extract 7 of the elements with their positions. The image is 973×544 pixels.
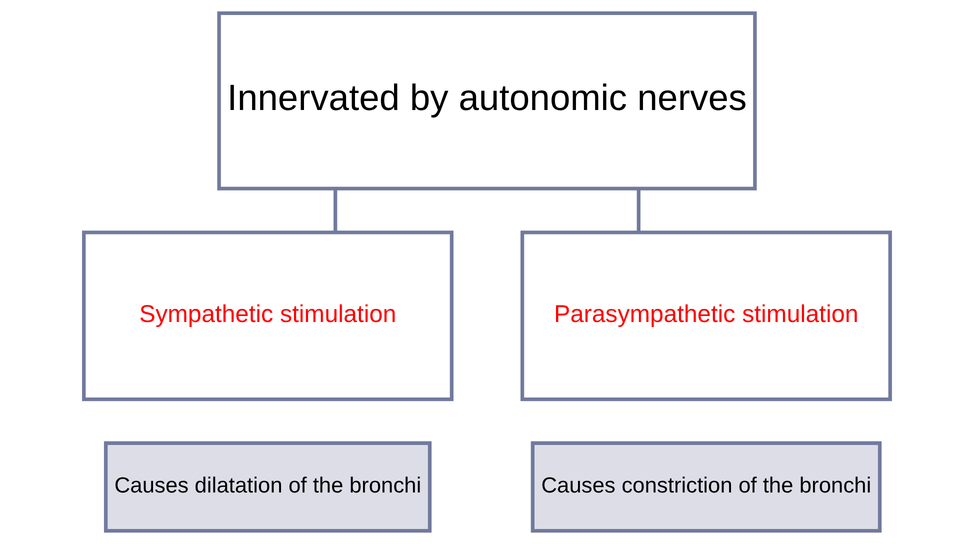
node-box: Sympathetic stimulation (82, 230, 453, 402)
node-box: Parasympathetic stimulation (520, 230, 892, 402)
node-box: Causes constriction of the bronchi (530, 441, 882, 533)
node-box: Causes dilatation of the bronchi (103, 441, 432, 533)
node-box: Innervated by autonomic nerves (216, 11, 756, 190)
connector (636, 188, 640, 232)
connector (333, 188, 337, 232)
